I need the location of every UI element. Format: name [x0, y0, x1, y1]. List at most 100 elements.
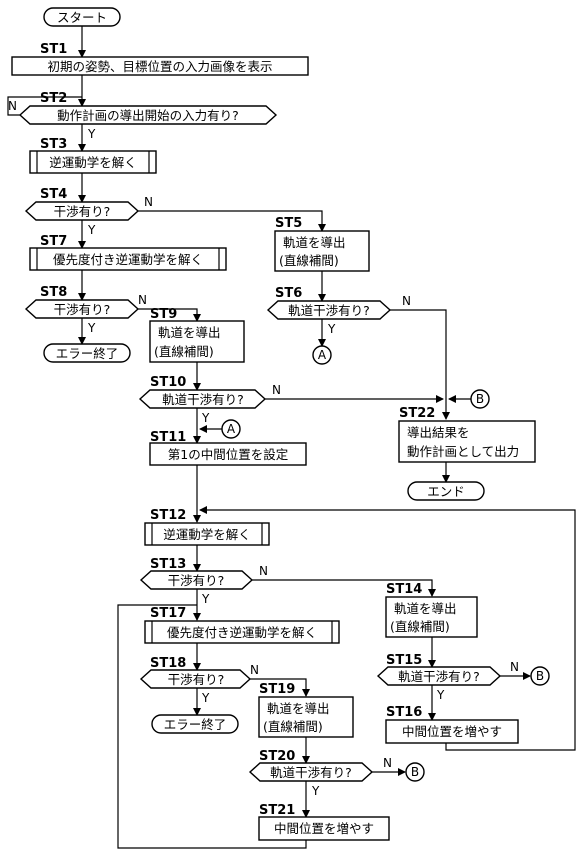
st9-label: ST9	[150, 307, 177, 322]
st13-no-label: N	[259, 564, 268, 578]
st18-decision: 干渉有り?	[139, 669, 252, 689]
line-st18-no-st19	[250, 678, 310, 697]
st2-no-label: N	[8, 99, 17, 113]
st22-text-line2: 動作計画として出力	[407, 444, 519, 459]
st22-process-box: 導出結果を 動作計画として出力	[398, 420, 536, 463]
st14-process-box: 軌道を導出 (直線補間)	[385, 596, 478, 638]
st21-text: 中間位置を増やす	[274, 821, 374, 836]
error-end-terminator-2: エラー終了	[151, 714, 239, 734]
st7-label: ST7	[40, 234, 67, 249]
st16-text: 中間位置を増やす	[402, 724, 502, 739]
st1-process-box: 初期の姿勢、目標位置の入力画像を表示	[11, 56, 309, 76]
st15-text: 軌道干渉有り?	[398, 669, 480, 684]
st4-decision: 干渉有り?	[24, 201, 140, 221]
line-st2-no-loop	[7, 96, 82, 116]
st14-text-line1: 軌道を導出	[394, 601, 457, 616]
connector-b-out-st20: B	[405, 762, 425, 782]
end-label: エンド	[427, 484, 465, 499]
st3-label: ST3	[40, 137, 67, 152]
st7-subprocess-box: 優先度付き逆運動学を解く	[29, 247, 227, 271]
st6-decision: 軌道干渉有り?	[266, 300, 392, 320]
st13-decision: 干渉有り?	[139, 570, 254, 590]
end-terminator: エンド	[407, 481, 485, 501]
st7-text: 優先度付き逆運動学を解く	[53, 252, 203, 267]
st20-no-label: N	[383, 756, 392, 770]
st6-no-label: N	[402, 294, 411, 308]
error-end-2-label: エラー終了	[164, 717, 227, 732]
st16-process-box: 中間位置を増やす	[385, 719, 519, 744]
st18-no-label: N	[250, 663, 259, 677]
connector-a-out-label: A	[318, 348, 327, 362]
connector-a-in: A	[221, 419, 241, 439]
st4-yes-label: Y	[87, 223, 96, 237]
connector-b-out-st20-label: B	[411, 765, 419, 779]
st19-process-box: 軌道を導出 (直線補間)	[258, 696, 354, 738]
st5-text-line1: 軌道を導出	[283, 235, 346, 250]
st13-text: 干渉有り?	[168, 573, 225, 588]
st11-text: 第1の中間位置を設定	[168, 447, 288, 462]
st6-text: 軌道干渉有り?	[288, 303, 370, 318]
st18-yes-label: Y	[201, 691, 210, 705]
start-terminator: スタート	[43, 7, 121, 27]
st6-label: ST6	[275, 286, 302, 301]
st8-no-label: N	[138, 293, 147, 307]
st15-no-label: N	[510, 660, 519, 674]
st20-decision: 軌道干渉有り?	[248, 762, 374, 782]
st19-text-line1: 軌道を導出	[267, 701, 330, 716]
flow-lines	[7, 26, 576, 849]
error-end-terminator-1: エラー終了	[43, 343, 131, 363]
start-label: スタート	[57, 10, 107, 25]
st5-label: ST5	[275, 216, 302, 231]
st12-text: 逆運動学を解く	[163, 527, 251, 542]
st8-decision: 干渉有り?	[24, 299, 140, 319]
connector-a-in-label: A	[227, 422, 236, 436]
st14-text-line2: (直線補間)	[390, 619, 450, 634]
st3-subprocess-box: 逆運動学を解く	[29, 150, 157, 174]
st8-label: ST8	[40, 285, 67, 300]
st20-text: 軌道干渉有り?	[270, 765, 352, 780]
st15-label: ST15	[386, 653, 422, 668]
st5-text-line2: (直線補間)	[279, 253, 339, 268]
line-st21-loop-st17	[117, 604, 307, 849]
st2-text: 動作計画の導出開始の入力有り?	[57, 108, 239, 123]
line-st16-loop-st12	[199, 506, 576, 751]
st13-yes-label: Y	[201, 592, 210, 606]
st22-label: ST22	[399, 406, 435, 421]
error-end-1-label: エラー終了	[56, 346, 119, 361]
st15-decision: 軌道干渉有り?	[376, 666, 502, 686]
st20-label: ST20	[259, 749, 295, 764]
st18-label: ST18	[150, 656, 186, 671]
st8-text: 干渉有り?	[54, 302, 111, 317]
st19-text-line2: (直線補間)	[263, 719, 323, 734]
st13-label: ST13	[150, 557, 186, 572]
st22-text-line1: 導出結果を	[407, 425, 470, 440]
st21-process-box: 中間位置を増やす	[258, 816, 390, 841]
st9-text-line1: 軌道を導出	[158, 325, 221, 340]
st12-label: ST12	[150, 508, 186, 523]
st16-label: ST16	[386, 705, 422, 720]
st4-no-label: N	[144, 195, 153, 209]
st4-label: ST4	[40, 187, 67, 202]
st2-yes-label: Y	[87, 127, 96, 141]
st12-subprocess-box: 逆運動学を解く	[144, 522, 270, 546]
st21-label: ST21	[259, 803, 295, 818]
st9-process-box: 軌道を導出 (直線補間)	[149, 320, 245, 363]
st10-no-label: N	[272, 383, 281, 397]
st17-label: ST17	[150, 606, 186, 621]
st2-decision: 動作計画の導出開始の入力有り?	[18, 105, 278, 125]
st17-text: 優先度付き逆運動学を解く	[167, 625, 317, 640]
st17-subprocess-box: 優先度付き逆運動学を解く	[144, 620, 340, 644]
st3-text: 逆運動学を解く	[49, 155, 137, 170]
st6-yes-label: Y	[327, 322, 336, 336]
line-st8-no-st9	[138, 308, 201, 322]
st4-text: 干渉有り?	[54, 204, 111, 219]
st18-text: 干渉有り?	[168, 672, 225, 687]
st19-label: ST19	[259, 682, 295, 697]
connector-b-out-st15: B	[530, 666, 550, 686]
line-st4-no-st5	[138, 210, 326, 232]
st10-yes-label: Y	[201, 411, 210, 425]
connector-b-out-st15-label: B	[536, 669, 544, 683]
st1-text: 初期の姿勢、目標位置の入力画像を表示	[47, 59, 272, 74]
st20-yes-label: Y	[311, 784, 320, 798]
